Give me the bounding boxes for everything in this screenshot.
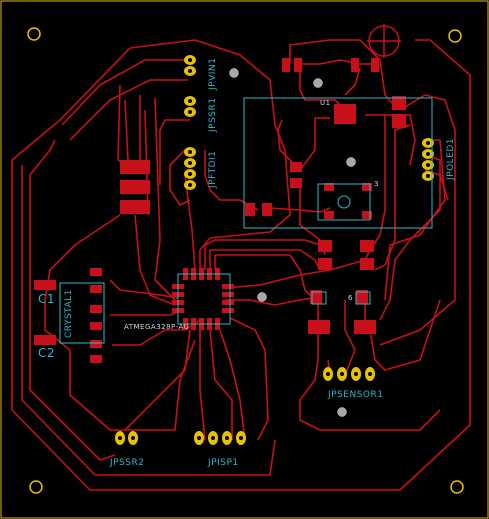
label-jpssr1: JPSSR1 — [208, 97, 218, 133]
label-jpvin1: JPVIN1 — [208, 57, 218, 90]
fiducial-target — [367, 24, 401, 58]
label-jpoled1: JPOLED1 — [446, 137, 456, 180]
mounting-holes — [27, 27, 464, 494]
label-jpsensor1: JPSENSOR1 — [328, 390, 384, 400]
silkscreen — [59, 97, 433, 344]
label-crystal1: CRYSTAL1 — [64, 289, 74, 338]
label-c1: C1 — [38, 292, 56, 306]
smd-pads — [34, 58, 406, 363]
label-jpssr2: JPSSR2 — [110, 458, 145, 468]
label-c2: C2 — [38, 346, 56, 360]
vias — [229, 68, 356, 417]
label-pin3: 3 — [374, 180, 379, 188]
label-pin6: 6 — [348, 294, 353, 302]
label-mcu: ATMEGA328P-AU — [124, 323, 190, 331]
pad-holes — [118, 58, 430, 440]
label-jpftdi1: JPFTDI1 — [208, 150, 218, 188]
label-u1: U1 — [320, 99, 331, 107]
label-jpisp1: JPISP1 — [208, 458, 239, 468]
